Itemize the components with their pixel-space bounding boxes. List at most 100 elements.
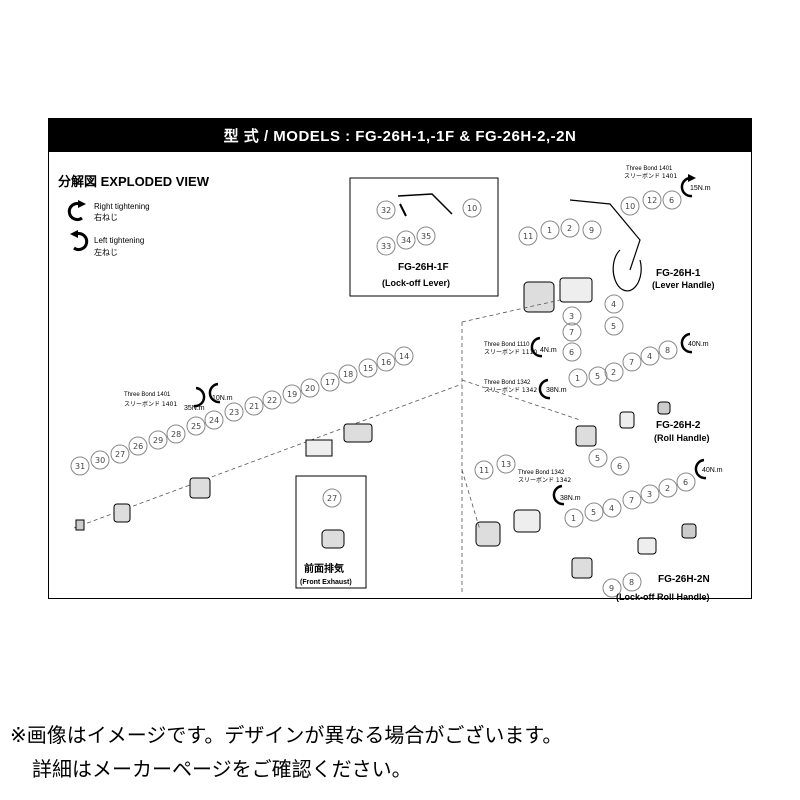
- svg-text:6: 6: [569, 348, 574, 357]
- lever-handle-assembly: Three Bond 1401 スリーボンド 1401 15N.m 11 1 2…: [484, 166, 715, 362]
- svg-text:5: 5: [595, 372, 600, 381]
- svg-text:1: 1: [547, 226, 552, 235]
- svg-text:8: 8: [665, 346, 670, 355]
- svg-text:28: 28: [171, 430, 181, 439]
- svg-text:4: 4: [611, 300, 616, 309]
- torque-38a: 38N.m: [546, 387, 567, 394]
- disclaimer-note: ※画像はイメージです。デザインが異なる場合がございます。 詳細はメーカーページを…: [10, 718, 800, 786]
- left-tightening-legend: Left tightening 左ねじ: [70, 230, 144, 257]
- svg-text:11: 11: [523, 232, 533, 241]
- svg-text:8: 8: [629, 578, 634, 587]
- diagram-frame: [48, 152, 752, 599]
- svg-text:21: 21: [249, 402, 259, 411]
- svg-text:10: 10: [467, 204, 477, 213]
- svg-text:26: 26: [133, 442, 143, 451]
- svg-text:27: 27: [115, 450, 125, 459]
- svg-text:13: 13: [501, 460, 511, 469]
- svg-text:10: 10: [625, 202, 635, 211]
- svg-text:Three Bond 1110: Three Bond 1110: [484, 342, 530, 348]
- svg-text:スリーボンド 1342: スリーボンド 1342: [484, 386, 537, 394]
- front-exhaust-en: (Front Exhaust): [300, 579, 352, 586]
- svg-text:スリーボンド 1401: スリーボンド 1401: [624, 172, 677, 180]
- right-arrow-icon: [67, 202, 83, 222]
- svg-text:32: 32: [381, 206, 391, 215]
- svg-text:6: 6: [669, 196, 674, 205]
- svg-text:7: 7: [629, 358, 634, 367]
- svg-text:14: 14: [399, 352, 409, 361]
- disclaimer-line-2: 詳細はメーカーページをご確認ください。: [32, 757, 412, 781]
- roll-handle-assembly: 40N.m Three Bond 1342 スリーボンド 1342 38N.m …: [484, 332, 710, 476]
- svg-text:19: 19: [287, 390, 297, 399]
- torque-15: 15N.m: [690, 185, 711, 192]
- inset-lock-off-lever: 32 33 34 35 10 FG-26H-1F (Lock-off Lever…: [349, 177, 499, 297]
- svg-text:6: 6: [683, 478, 688, 487]
- svg-text:15: 15: [363, 364, 373, 373]
- model-1f-sub: (Lock-off Lever): [382, 278, 450, 288]
- svg-text:1: 1: [571, 514, 576, 523]
- svg-text:35: 35: [421, 232, 431, 241]
- svg-text:7: 7: [629, 496, 634, 505]
- svg-text:29: 29: [153, 436, 163, 445]
- svg-text:6: 6: [617, 462, 622, 471]
- svg-text:スリーボンド 1401: スリーボンド 1401: [124, 400, 177, 408]
- torque-38b: 38N.m: [560, 495, 581, 502]
- svg-text:9: 9: [589, 226, 594, 235]
- torque-4: 4N.m: [540, 347, 557, 354]
- svg-text:4: 4: [647, 352, 652, 361]
- inset-front-exhaust: 27 前面排気 (Front Exhaust): [295, 475, 367, 589]
- svg-text:17: 17: [325, 378, 335, 387]
- svg-text:2: 2: [567, 224, 572, 233]
- svg-text:5: 5: [611, 322, 616, 331]
- torque-40a: 40N.m: [688, 341, 709, 348]
- model-1f-name: FG-26H-1F: [398, 262, 449, 273]
- svg-text:7: 7: [569, 328, 574, 337]
- svg-text:5: 5: [595, 454, 600, 463]
- model-2n-name: FG-26H-2N: [658, 574, 710, 585]
- svg-text:30: 30: [95, 456, 105, 465]
- right-tightening-label: Right tightening: [94, 202, 150, 211]
- front-exhaust-ja: 前面排気: [304, 562, 344, 575]
- svg-text:2: 2: [611, 368, 616, 377]
- svg-text:16: 16: [381, 358, 391, 367]
- svg-text:11: 11: [479, 466, 489, 475]
- disclaimer-line-1: ※画像はイメージです。デザインが異なる場合がございます。: [10, 723, 563, 747]
- svg-text:27: 27: [327, 494, 337, 503]
- svg-text:34: 34: [401, 236, 411, 245]
- main-spindle-assembly: Three Bond 1401 スリーボンド 1401 35N.m 10N.m …: [70, 346, 463, 531]
- left-arrow-icon: [73, 232, 89, 252]
- left-tightening-ja: 左ねじ: [94, 247, 118, 257]
- models-title: 型 式 / MODELS : FG-26H-1,-1F & FG-26H-2,-…: [223, 127, 577, 145]
- torque-10: 10N.m: [212, 395, 233, 402]
- svg-text:Three Bond 1342: Three Bond 1342: [518, 470, 565, 476]
- models-header: 型 式 / MODELS : FG-26H-1,-1F & FG-26H-2,-…: [48, 118, 752, 152]
- svg-text:5: 5: [591, 508, 596, 517]
- torque-35: 35N.m: [184, 405, 205, 412]
- right-tightening-legend: Right tightening 右ねじ: [67, 200, 150, 222]
- svg-text:3: 3: [647, 490, 652, 499]
- svg-text:3: 3: [569, 312, 574, 321]
- svg-text:33: 33: [381, 242, 391, 251]
- svg-text:23: 23: [229, 408, 239, 417]
- section-title: 分解図 EXPLODED VIEW: [58, 174, 210, 189]
- lock-off-roll-handle-assembly: Three Bond 1342 スリーボンド 1342 38N.m 40N.m …: [474, 454, 723, 602]
- svg-text:4: 4: [609, 504, 614, 513]
- svg-text:スリーボンド 1342: スリーボンド 1342: [518, 476, 571, 484]
- right-tightening-ja: 右ねじ: [94, 212, 118, 222]
- svg-text:Three Bond 1342: Three Bond 1342: [484, 380, 531, 386]
- model-2-name: FG-26H-2: [656, 420, 701, 431]
- svg-text:31: 31: [75, 462, 85, 471]
- svg-text:1: 1: [575, 374, 580, 383]
- svg-text:25: 25: [191, 422, 201, 431]
- svg-text:スリーボンド 1110: スリーボンド 1110: [484, 348, 537, 356]
- svg-text:20: 20: [305, 384, 315, 393]
- model-1-name: FG-26H-1: [656, 268, 701, 279]
- svg-text:9: 9: [609, 584, 614, 593]
- svg-text:24: 24: [209, 416, 219, 425]
- left-tightening-label: Left tightening: [94, 236, 144, 245]
- svg-text:22: 22: [267, 396, 277, 405]
- svg-text:18: 18: [343, 370, 353, 379]
- model-2n-sub: (Lock-off Roll Handle): [616, 592, 710, 602]
- connector-lines: [461, 299, 581, 592]
- model-1-sub: (Lever Handle): [652, 280, 715, 290]
